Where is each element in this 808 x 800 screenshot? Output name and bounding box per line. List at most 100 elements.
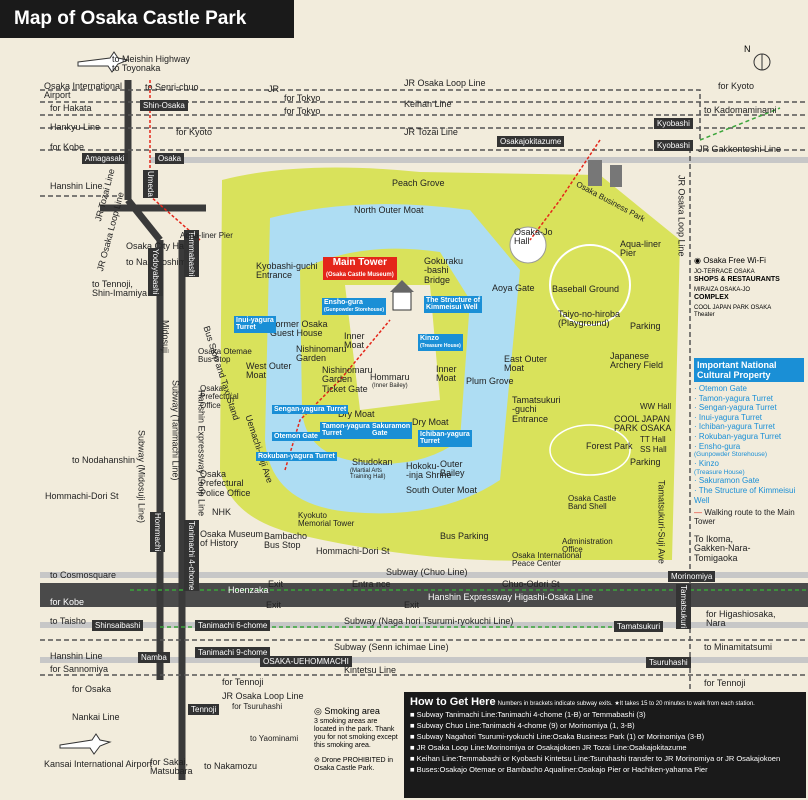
label-cool-japan: COOL JAPAN PARK OSAKA (614, 414, 672, 434)
label-peace-center: Osaka International Peace Center (512, 551, 582, 569)
heritage-item: · Sakuramon Gate (694, 476, 804, 486)
drone-notice: ⊘ Drone PROHIBITED in Osaka Castle Park. (314, 756, 393, 772)
heritage-item-label: · The Structure of Kimmeisui Well (694, 485, 796, 505)
heritage-item-sub: (Gunpowder Storehouse) (694, 451, 767, 459)
label-osaka2: for Osaka (72, 684, 112, 694)
label-tsuruhashi-for: for Tsuruhashi (232, 702, 283, 711)
label-osaka-jo-hall: Osaka-Jo Hall (514, 227, 553, 247)
label-kyoto1: for Kyoto (176, 127, 213, 137)
howto-rows: ■ Subway Tanimachi Line:Tanimachi 4-chom… (410, 710, 800, 774)
label-tokyo2: for Tokyo (284, 106, 321, 116)
label-chuo-odori: Chuo-Odori St (502, 579, 560, 589)
label-otemae-bus: Osaka Otemae Bus Stop (198, 347, 252, 365)
legend-miraiza: MIRAIZA OSAKA-JO (694, 287, 751, 294)
label-yaominami: to Yaominami (250, 734, 299, 743)
label-parking2: Parking (630, 457, 661, 467)
label-tanimachi-line: Subway (Tanimachi Line) (170, 380, 181, 481)
heritage-item: · Rokuban-yagura Turret (694, 432, 804, 442)
label-dry-moat1: Dry Moat (338, 409, 375, 419)
label-inner-moat1: Inner Moat (344, 331, 365, 351)
label-west-outer: West Outer Moat (246, 361, 292, 381)
label-band-shell: Osaka Castle Band Shell (568, 494, 617, 512)
smoking-legend: ◎ Smoking area 3 smoking areas are locat… (314, 706, 400, 773)
heritage-item: · Sengan-yagura Turret (694, 403, 804, 413)
label-museum: Osaka Museum of History (200, 529, 264, 549)
osaka-business-park-towers (588, 160, 602, 186)
heritage-item: · Ensho-gura(Gunpowder Storehouse) (694, 442, 804, 459)
station-morinomiya: Morinomiya (668, 571, 716, 582)
label-itami: Osaka International Airport (44, 81, 123, 101)
heritage-item: · Kinzo(Treasure House) (694, 459, 804, 476)
heritage-item: · Tamon-yagura Turret (694, 394, 804, 404)
label-inner-moat2: Inner Moat (436, 364, 457, 384)
label-kimmeisui: The Structure of Kimmeisui Well (424, 296, 483, 313)
legend-jo-terrace: JO-TERRACE OSAKA (694, 269, 755, 276)
howto-row: ■ Buses:Osakajo Otemae or Bambacho Aqual… (410, 765, 708, 774)
label-north-outer-moat: North Outer Moat (354, 205, 424, 215)
heritage-item-label: · Ensho-gura (694, 441, 741, 451)
label-aoya: Aoya Gate (492, 283, 535, 293)
label-hommachi-dori: Hommachi-Dori St (316, 546, 390, 556)
label-midosuji: Midosuji (160, 320, 171, 354)
heritage-item-label: · Sengan-yagura Turret (694, 403, 777, 413)
plane-icon-top (77, 51, 130, 73)
station-tennoji: Tennoji (188, 704, 220, 715)
label-sakuramon: Sakuramon Gate (370, 422, 413, 439)
label-aqua-pier-right: Aqua-liner Pier (620, 239, 662, 259)
plane-icon-bottom (59, 733, 112, 755)
legend-complex: COMPLEX (694, 294, 729, 302)
label-east-outer: East Outer Moat (504, 354, 548, 374)
heritage-item: · Otemon Gate (694, 384, 804, 394)
heritage-item-label: · Sakuramon Gate (694, 476, 760, 486)
label-entrance: Entra nce (352, 579, 391, 589)
label-hanshin-expwy: Hanshin Expressway Loop Line (196, 390, 207, 517)
heritage-item: · The Structure of Kimmeisui Well (694, 486, 804, 505)
label-nishinomaru-ticket: Nishinomaru Garden Ticket Gate (322, 365, 373, 394)
baseball-ground (549, 244, 631, 326)
station-tanimachi9: Tanimachi 9-chome (195, 647, 271, 658)
smoking-desc: 3 smoking areas are located in the park.… (314, 718, 398, 750)
label-gakkentoshi: JR Gakkentoshi Line (698, 144, 782, 154)
label-higashiosaka: for Higashiosaka, Nara (706, 609, 776, 629)
heritage-item-label: · Kinzo (694, 458, 719, 468)
label-japanese-archery: Japanese Archery Field (610, 351, 664, 371)
label-kobe1: for Kobe (50, 142, 85, 152)
station-shinsaibashi: Shinsaibashi (92, 620, 144, 631)
label-pref-office: Osaka Prefectural Office (200, 384, 239, 410)
label-kobe2: for Kobe (50, 597, 85, 607)
station-tanimachi6: Tanimachi 6-chome (195, 620, 271, 631)
station-kyobashi2: Kyobashi (654, 140, 693, 151)
label-sennichimae: Subway (Senn ichimae Line) (334, 642, 449, 652)
label-hanshin2: Hanshin Line (50, 651, 103, 661)
label-forest-park: Forest Park (586, 441, 633, 451)
label-rokuban: Rokuban-yagura Turret (256, 452, 337, 462)
howto-row: ■ Subway Nagahori Tsurumi-ryokuchi Line:… (410, 732, 705, 741)
legend-walking-route-label: Walking route to the Main Tower (694, 508, 795, 527)
legend-theater: COOL JAPAN PARK OSAKA Theater (694, 305, 772, 318)
label-hokoku: Hokoku- -inja Shrine (406, 461, 452, 481)
label-outer-bailey: Outer Bailey (440, 459, 465, 479)
label-midosuji-line: Subway (Midosuji Line) (136, 430, 147, 524)
label-ww-hall: WW Hall (640, 402, 672, 411)
label-admin: Administration Office (562, 537, 613, 555)
station-amagasaki: Amagasaki (82, 153, 128, 164)
label-ichiban: Ichiban-yagura Turret (418, 430, 472, 447)
legend-wifi-label: Osaka Free Wi-Fi (703, 256, 766, 265)
station-tanimachi4: Tanimachi 4-chome (184, 520, 199, 592)
heritage-item-label: · Inui-yagura Turret (694, 412, 763, 422)
label-jr-loop-top: JR Osaka Loop Line (404, 78, 486, 88)
label-peach-grove: Peach Grove (392, 178, 445, 188)
label-shudokan-sub: (Martial Arts Training Hall) (350, 468, 386, 481)
map-title: Map of Osaka Castle Park (0, 0, 294, 38)
legend-shops: SHOPS & RESTAURANTS (694, 276, 780, 284)
station-osaka-uehommachi: OSAKA-UEHOMMACHI (260, 656, 352, 667)
label-meishin: to Meishin Highway to Toyonaka (112, 54, 191, 74)
heritage-item-label: · Tamon-yagura Turret (694, 393, 773, 403)
station-temmabashi: Temmabashi (184, 230, 199, 278)
label-minamitatsumi: to Minamitatsumi (704, 642, 773, 652)
label-ensho-gura: Ensho-gura(Gunpowder Storehouse) (322, 298, 386, 315)
label-south-outer: South Outer Moat (406, 485, 478, 495)
label-kinzo: Kinzo(Treasure House) (418, 334, 463, 351)
label-ss-hall: SS Hall (640, 445, 667, 454)
label-nishinomaru: Nishinomaru Garden (296, 344, 347, 364)
